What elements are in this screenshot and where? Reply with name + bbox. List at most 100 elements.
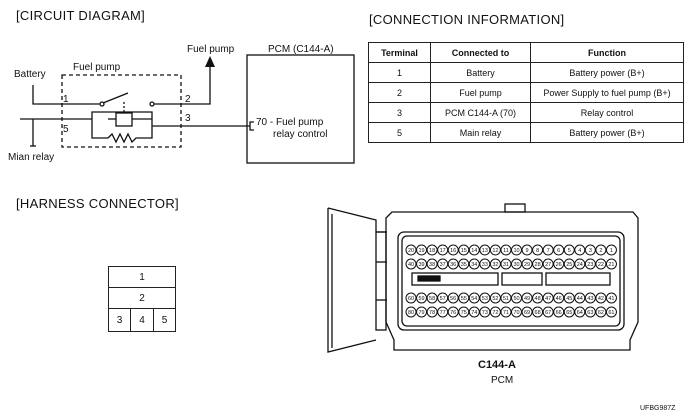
fuel-pump-wire <box>181 66 211 105</box>
pin-number: 56 <box>450 296 456 302</box>
pin-number: 15 <box>461 248 467 254</box>
pin-circle <box>605 306 617 318</box>
battery-label: Battery <box>14 69 46 80</box>
pin-number: 36 <box>450 262 456 268</box>
pin-circle <box>584 306 596 318</box>
arrow-up-icon <box>205 56 215 67</box>
pin-circle <box>574 306 586 318</box>
harness-cell: 5 <box>153 308 176 332</box>
pin-number: 25 <box>566 262 572 268</box>
pin-circle <box>416 258 428 270</box>
pin-number: 1 <box>610 248 613 254</box>
pin-number: 74 <box>471 310 477 316</box>
pin-circle <box>605 244 617 256</box>
pin-number: 53 <box>482 296 488 302</box>
pin-number: 14 <box>471 248 477 254</box>
pin-number: 57 <box>440 296 446 302</box>
pin-circle <box>468 306 480 318</box>
pin-number: 41 <box>608 296 614 302</box>
pin-1-label: 1 <box>63 94 69 105</box>
pin-circle <box>416 306 428 318</box>
main-relay-label: Mian relay <box>8 152 55 163</box>
pin-number: 38 <box>429 262 435 268</box>
pin-number: 10 <box>513 248 519 254</box>
pin-circle <box>405 292 417 304</box>
pin-number: 16 <box>450 248 456 254</box>
pin-number: 20 <box>408 248 414 254</box>
pin-circle <box>489 258 501 270</box>
circuit-diagram-header: [CIRCUIT DIAGRAM] <box>16 8 146 23</box>
pin-circle <box>574 292 586 304</box>
pin-number: 43 <box>587 296 593 302</box>
fuel-pump-relay-label: Fuel pump <box>73 62 121 73</box>
pin-circle <box>511 292 522 304</box>
pin-circle <box>447 244 459 256</box>
pin-circle <box>447 258 459 270</box>
pin-number: 29 <box>524 262 530 268</box>
pin-circle <box>563 244 575 256</box>
pin-circle <box>574 244 586 256</box>
pin-number: 77 <box>440 310 446 316</box>
pin-circle <box>553 244 565 256</box>
pin-number: 33 <box>482 262 488 268</box>
pin-circle <box>553 306 565 318</box>
pin-circle <box>500 258 512 270</box>
pin-number: 68 <box>535 310 541 316</box>
pin-circle <box>595 258 607 270</box>
pin-circle <box>542 292 554 304</box>
pin-number: 13 <box>482 248 488 254</box>
pin-number: 2 <box>599 248 602 254</box>
pin-number: 39 <box>418 262 424 268</box>
pin-number: 27 <box>545 262 551 268</box>
pin-number: 46 <box>556 296 562 302</box>
pin-circle <box>458 292 470 304</box>
pin-circle <box>584 292 596 304</box>
pin-number: 37 <box>440 262 446 268</box>
pin-number: 52 <box>492 296 498 302</box>
pin-number: 19 <box>418 248 424 254</box>
pin-circle <box>405 258 417 270</box>
pin-number: 79 <box>418 310 424 316</box>
pin-number: 65 <box>566 310 572 316</box>
pin-circle <box>416 244 428 256</box>
pin-circle <box>542 306 554 318</box>
pin-circle <box>563 258 575 270</box>
pin-circle <box>553 258 565 270</box>
pin-circle <box>489 292 501 304</box>
pin-circle <box>605 258 617 270</box>
pin-circle <box>595 292 607 304</box>
pin-circle <box>405 244 417 256</box>
pin-number: 5 <box>568 248 571 254</box>
pin-circle <box>511 258 522 270</box>
pin-circle <box>426 258 438 270</box>
pin-number: 22 <box>598 262 604 268</box>
pin-circle <box>479 306 491 318</box>
connector-name: C144-A <box>478 359 516 371</box>
connector-sub: PCM <box>491 375 514 386</box>
pin-circle <box>468 258 480 270</box>
pin-number: 31 <box>503 262 509 268</box>
pin-number: 4 <box>578 248 581 254</box>
pin-5-label: 5 <box>63 124 69 135</box>
pin-number: 59 <box>418 296 424 302</box>
pin-circle <box>437 244 449 256</box>
pin-circle <box>521 306 533 318</box>
pin-3-label: 3 <box>185 113 191 124</box>
pin-circle <box>437 292 449 304</box>
pin-circle <box>468 244 480 256</box>
pin-number: 24 <box>577 262 583 268</box>
pin-number: 35 <box>461 262 467 268</box>
pin-circle <box>532 258 544 270</box>
pin-number: 73 <box>482 310 488 316</box>
pin-number: 18 <box>429 248 435 254</box>
pin-number: 26 <box>556 262 562 268</box>
pin-number: 72 <box>492 310 498 316</box>
pin-circle <box>532 244 544 256</box>
pin-circle <box>521 292 533 304</box>
pin-number: 23 <box>587 262 593 268</box>
pin-circle <box>489 306 501 318</box>
